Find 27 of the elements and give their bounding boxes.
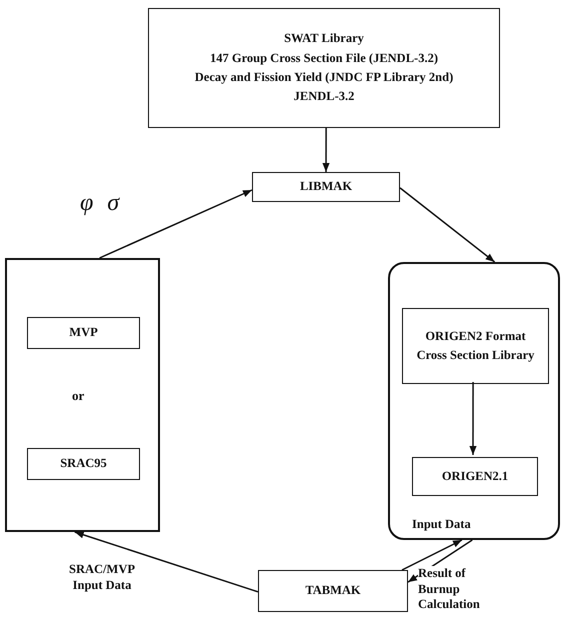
process-box: [402, 308, 549, 384]
box-text: JENDL-3.2: [294, 88, 354, 106]
arrow: [469, 382, 477, 455]
box-text: ORIGEN2 Format Cross Section Library: [416, 328, 536, 364]
process-box: [148, 8, 500, 128]
process-box: [27, 448, 140, 480]
process-box: [27, 317, 140, 349]
box-text: ORIGEN2.1: [442, 468, 508, 485]
label-text: or: [72, 388, 84, 404]
box-text: Decay and Fission Yield (JNDC FP Library 2nd): [194, 69, 454, 86]
process-box: [412, 457, 538, 496]
process-box: [258, 570, 408, 612]
box-text: TABMAK: [305, 582, 361, 600]
edge-label: Input Data: [412, 517, 471, 533]
box-text: SWAT Library: [284, 30, 364, 48]
arrow: [99, 189, 252, 259]
container-box: [5, 258, 160, 532]
box-text: LIBMAK: [300, 178, 352, 196]
arrow: [402, 539, 462, 571]
arrow: [400, 187, 496, 263]
box-text: MVP: [69, 324, 98, 342]
box-text: SRAC95: [60, 455, 107, 472]
box-text: 147 Group Cross Section File (JENDL-3.2): [210, 50, 438, 67]
container-box: [388, 262, 560, 540]
process-box: [252, 172, 400, 202]
arrow: [322, 128, 330, 172]
arrow: [74, 531, 258, 593]
